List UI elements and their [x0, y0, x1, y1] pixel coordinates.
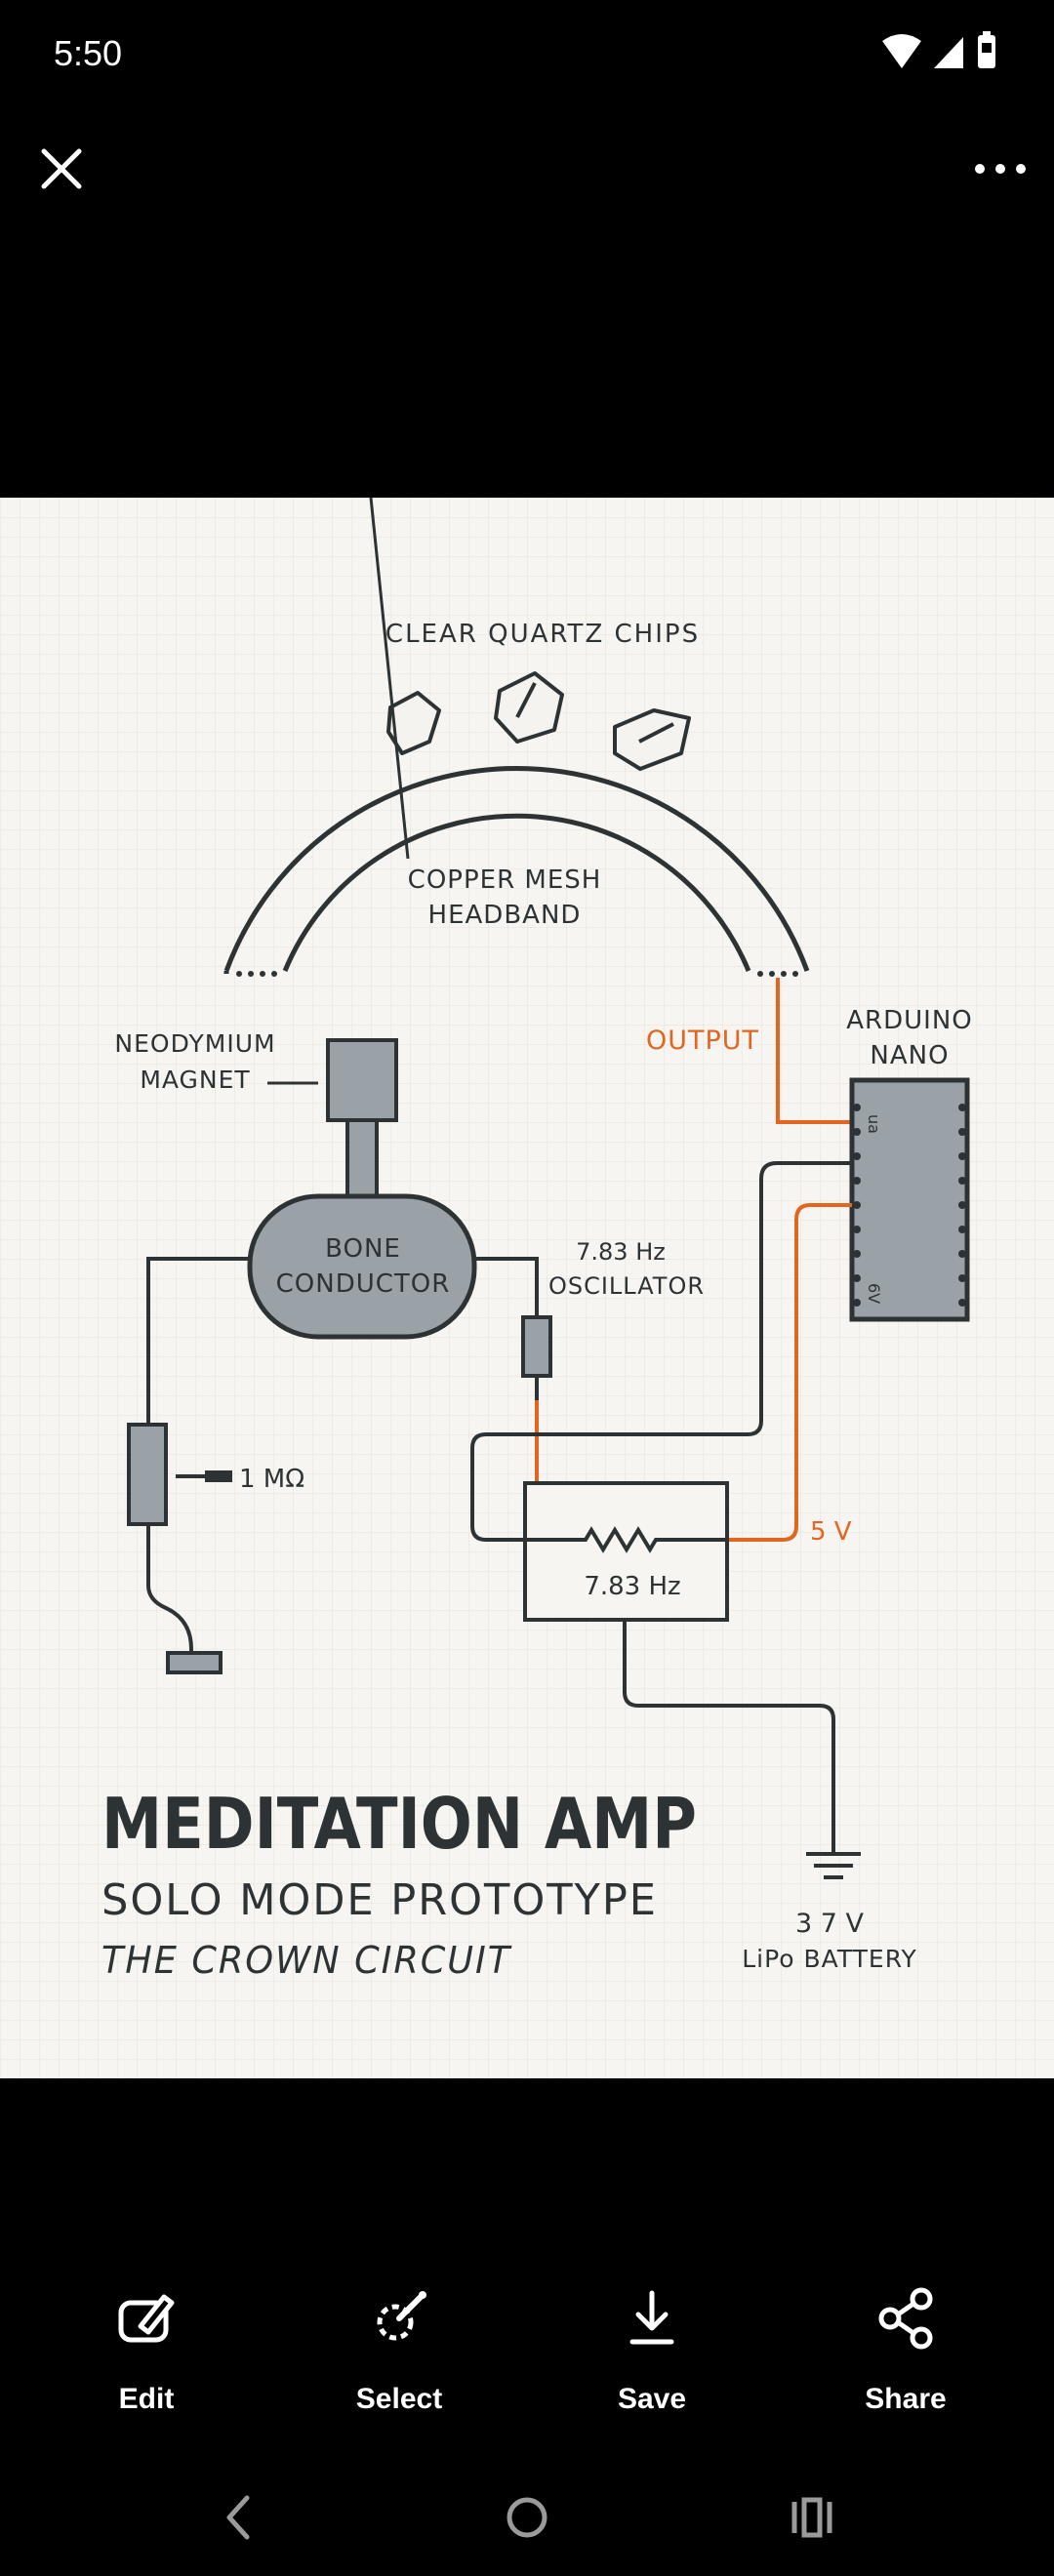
arduino-pin-top-label: ua — [865, 1114, 883, 1134]
resistor-label: 1 MΩ — [239, 1465, 304, 1494]
edit-button[interactable]: Edit — [49, 2283, 244, 2430]
system-nav-bar — [0, 2459, 1054, 2576]
wire-ground — [623, 1620, 835, 1854]
top-label: CLEAR QUARTZ CHIPS — [385, 620, 700, 649]
wire-5v — [727, 1203, 852, 1542]
zigzag-resistor — [576, 1526, 662, 1553]
back-icon[interactable] — [200, 2478, 278, 2556]
bone-label-line1: BONE — [325, 1234, 401, 1264]
wire-loop — [470, 1161, 852, 1542]
edit-icon — [118, 2294, 175, 2343]
arduino-label-line2: NANO — [870, 1041, 949, 1070]
output-wire — [776, 978, 852, 1124]
headband-label-line1: COPPER MESH — [408, 865, 602, 895]
battery-label-line1: 3 7 V — [795, 1909, 865, 1939]
bone-conductor — [247, 1193, 477, 1340]
recents-icon[interactable] — [773, 2478, 851, 2556]
arduino-pin-bottom-label: 6V — [865, 1283, 883, 1304]
resistor-1m — [127, 1423, 168, 1526]
close-icon[interactable] — [29, 137, 94, 201]
neodymium-magnet — [326, 1038, 398, 1122]
voltage-label: 5 V — [810, 1517, 852, 1547]
magnet-label-line1: NEODYMIUM — [114, 1029, 275, 1058]
quartz-chips — [386, 671, 691, 771]
battery-icon — [978, 31, 995, 68]
viewer-top-bar — [0, 112, 1054, 224]
wire-left — [146, 1257, 250, 1425]
arduino-pins — [853, 1104, 966, 1307]
battery-label-line2: LiPo BATTERY — [742, 1945, 917, 1973]
share-label: Share — [865, 2383, 947, 2415]
arduino-label-line1: ARDUINO — [846, 1006, 972, 1035]
oscillator-component — [521, 1315, 552, 1378]
share-button[interactable]: Share — [808, 2283, 1003, 2430]
select-button[interactable]: Select — [302, 2283, 497, 2430]
select-label: Select — [355, 2383, 443, 2415]
action-bar: Edit Select Save Share — [0, 2283, 1054, 2430]
download-icon — [629, 2290, 674, 2345]
diagram-tagline: THE CROWN CIRCUIT — [101, 1939, 512, 1982]
ground-symbol — [806, 1852, 861, 1879]
bone-label-line2: CONDUCTOR — [276, 1269, 451, 1299]
share-icon — [878, 2287, 933, 2350]
status-bar: 5:50 — [0, 0, 1054, 112]
oscillator-label-line1: 7.83 Hz — [576, 1238, 666, 1266]
save-button[interactable]: Save — [554, 2283, 750, 2430]
status-time: 5:50 — [54, 33, 123, 73]
home-icon[interactable] — [488, 2478, 566, 2556]
magnet-label-line2: MAGNET — [140, 1066, 250, 1094]
electrode-pad — [166, 1651, 223, 1674]
magnet-stem — [345, 1118, 379, 1202]
circuit-diagram-image: CLEAR QUARTZ CHIPS COPPER MESH HEADBAND … — [0, 498, 1054, 2078]
box-label: 7.83 Hz — [584, 1572, 680, 1601]
arduino-nano — [849, 1077, 970, 1322]
oscillator-label-line2: OSCILLATOR — [548, 1272, 705, 1300]
more-options-icon[interactable] — [966, 137, 1034, 201]
save-label: Save — [617, 2383, 687, 2415]
headband-end-dots — [236, 971, 798, 977]
diagram-title: MEDITATION AMP — [101, 1783, 697, 1865]
wifi-icon — [882, 34, 921, 68]
cell-signal-icon — [934, 37, 963, 68]
edit-label: Edit — [118, 2383, 175, 2415]
select-icon — [377, 2291, 426, 2341]
status-icons — [882, 31, 995, 68]
diagram-subtitle: SOLO MODE PROTOTYPE — [101, 1875, 658, 1925]
output-label: OUTPUT — [646, 1026, 759, 1056]
copper-mesh-headband — [223, 766, 810, 974]
image-viewer[interactable]: CLEAR QUARTZ CHIPS COPPER MESH HEADBAND … — [0, 498, 1054, 2078]
headband-label-line2: HEADBAND — [428, 901, 582, 930]
